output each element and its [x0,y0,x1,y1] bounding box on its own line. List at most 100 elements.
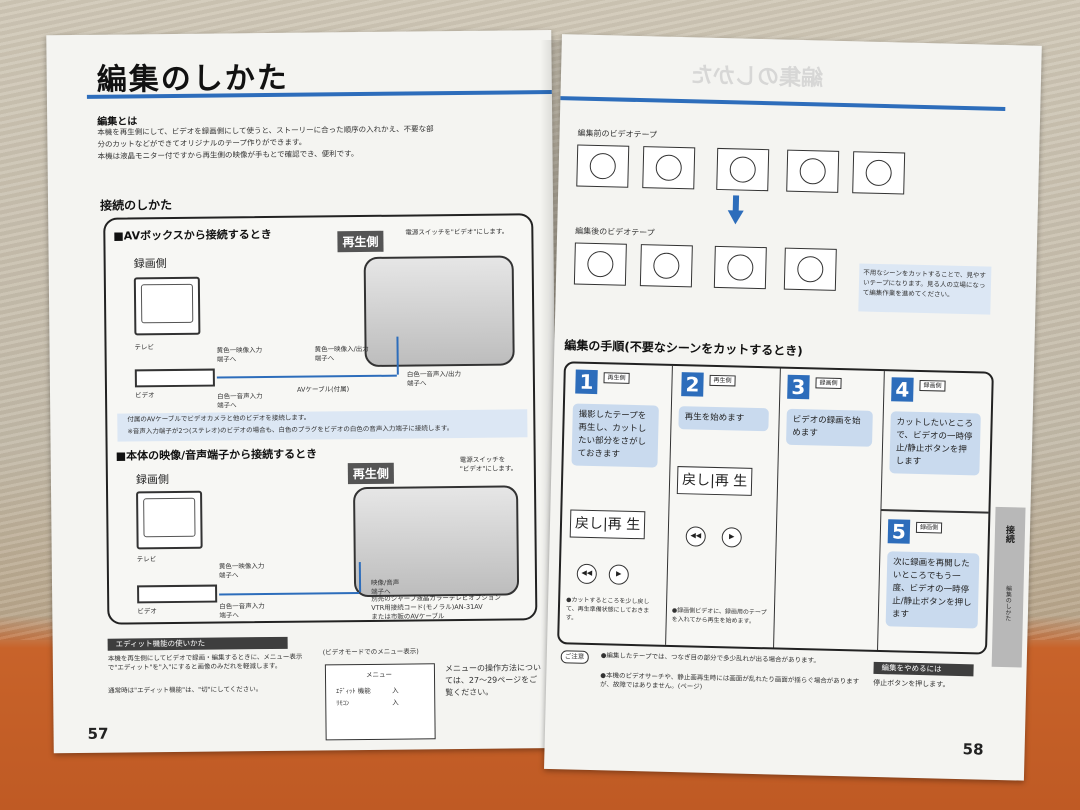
arrow-down-icon [732,195,740,212]
page-number: 57 [87,724,109,743]
step-tag: 録画側 [915,521,943,534]
step-text: カットしたいところで、ビデオの一時停止/静止ボタンを押します [889,411,981,476]
title-rule [560,96,1006,111]
cable-label: AVケーブル(付属) [296,385,350,394]
recorder-label: 録画側 [133,257,167,271]
menu-row-value: 入 [392,686,399,695]
tv-label: テレビ [134,343,155,352]
film-frame [852,151,906,195]
menu-display: メニュー ｴﾃﾞｨｯﾄ 機能 入 ﾘﾓｺﾝ 入 [324,663,436,741]
step-footnote: ●カットするところを少し戻して、再生準備状態にしておきます。 [565,596,650,622]
step-footnote: ●録画側ビデオに、録画用のテープを入れてから再生を始めます。 [671,606,767,625]
film-frame [786,149,840,193]
av-section-heading: ■AVボックスから接続するとき [113,227,272,243]
jack-in-label: 黄色一映像入力 端子へ [218,562,265,580]
av-cable [219,592,360,596]
dog-figure [653,252,680,280]
side-tab-sublabel: 編集のしかた [1003,585,1012,622]
film-frame [713,245,767,290]
film-frame [576,144,630,188]
dog-figure [729,156,757,183]
menu-row-label: ｴﾃﾞｨｯﾄ 機能 [336,686,371,696]
left-page: 編集のしかた 編集とは 本機を再生側にして、ビデオを録画側にして使うと、ストーリ… [46,30,559,754]
menu-caption: (ビデオモードでのメニュー表示) [322,647,419,657]
av-note-box: 付属のAVケーブルでビデオカメラと他のビデオを接続します。 ※音声入力端子が2つ… [117,409,528,442]
jack-in-label: 黄色一映像入/出力 端子へ [314,344,369,363]
person-figure [865,159,892,187]
tv-label: テレビ [136,555,157,564]
after-note: 不用なシーンをカットすることで、見やすいテープになります。見る人の立場になって編… [858,263,992,315]
arrow-down-icon [727,210,744,225]
vcr-label: ビデオ [137,607,157,616]
menu-title: メニュー [365,670,393,679]
player-badge: 再生側 [337,230,384,253]
av-cable [216,374,397,379]
right-page: 編集のしかた 編集前のビデオテープ 編集後のビデオテープ 不用なシーンをカットす… [544,34,1042,781]
before-tape-label: 編集前のビデオテープ [577,128,658,140]
play-icon: ▶ [608,564,630,585]
dog-figure [727,254,754,281]
av-note: 付属のAVケーブルでビデオカメラと他のビデオを接続します。 [127,413,311,424]
rewind-icon: ◀◀ [685,526,706,547]
power-note: 電源スイッチを"ビデオ"にします。 [405,227,509,237]
step-tag: 再生側 [603,372,630,384]
procedure-heading: 編集の手順(不要なシーンをカットするとき) [564,338,803,359]
step-divider [773,368,781,648]
film-frame [573,242,627,286]
procedure-steps: 1 再生側 撮影したテープを再生し、カットしたい部分をさがしておきます 戻し|再… [557,361,994,655]
menu-row-label: ﾘﾓｺﾝ [336,699,350,708]
vcr-illustration [134,368,215,388]
memo-line: ●編集したテープでは、つなぎ目の部分で多少乱れが出る場合があります。 [600,651,820,665]
step-text: 再生を始めます [678,406,769,432]
step-tag: 録画側 [919,379,946,392]
page-title: 編集のしかた [96,60,289,98]
person-figure [587,250,614,278]
vcr-illustration [137,584,218,604]
recorder-label: 録画側 [135,473,169,487]
av-cable [396,336,399,375]
vcr-label: ビデオ [135,391,155,400]
button-panel: 戻し|再 生 [676,466,753,496]
film-frame [642,146,696,190]
person-figure [589,152,617,180]
av-note: ※音声入力端子が2つ(ステレオ)のビデオの場合も、白色のプラグをビデオの白色の音… [127,424,454,436]
step-tag: 録画側 [815,377,842,390]
play-icon: ▶ [721,527,742,548]
player-badge: 再生側 [347,462,394,485]
rewind-icon: ◀◀ [576,563,598,585]
step-divider [880,509,989,514]
film-frame [783,247,837,291]
av-cable [358,562,362,593]
memo-line: ●本機のビデオサーチや、静止画再生時には画面が乱れたり画面が揺らぐ場合があります… [600,671,860,691]
intro-text: 本機を再生側にして、ビデオを録画側にして使うと、ストーリーに合った順序の入れかえ… [97,122,547,163]
side-tab-label: 接続 [1003,525,1015,544]
dog-figure [799,157,827,185]
connection-diagram: ■AVボックスから接続するとき 再生側 電源スイッチを"ビデオ"にします。 録画… [103,213,538,625]
edit-note: 通常時は"エディット機能"は、"切"にしてください。 [108,685,263,695]
step-text: 次に録画を再開したいところでもう一度、ビデオの一時停止/静止ボタンを押します [885,551,980,629]
menu-row-value: 入 [392,698,399,707]
direct-section-heading: ■本体の映像/音声端子から接続するとき [115,447,318,463]
memo-label: ご注意 [560,650,589,664]
tv-illustration [136,490,203,550]
cable-note: 別売のシャープ液晶カラーテレビオプション VTR用接続コード(モノラル)AN-3… [371,593,501,621]
step-number: 5 [887,519,911,544]
jack-in-label: 黄色一映像入力 端子へ [216,346,263,364]
step-number: 2 [681,372,704,397]
tv-illustration [133,276,201,336]
dog-figure [655,154,683,182]
connection-heading: 接続のしかた [99,198,173,213]
film-frame [639,244,693,288]
jack-out-label: 白色一音声入/出力 端子へ [406,369,462,388]
step-number: 3 [787,374,810,400]
edit-function-bar: エディット機能の使いかた [107,636,288,651]
step-text: 撮影したテープを再生し、カットしたい部分をさがしておきます [571,403,659,468]
power-note: 電源スイッチを "ビデオ"にします。 [459,455,518,474]
step-number: 4 [891,377,914,402]
button-panel: 戻し|再 生 [569,509,646,540]
after-tape-label: 編集後のビデオテープ [575,226,655,238]
person-figure [796,255,824,283]
jack-in-label: 白色一音声入力 端子へ [217,392,263,410]
show-through-title: 編集のしかた [690,63,824,92]
step-text: ビデオの録画を始めます [786,408,873,447]
